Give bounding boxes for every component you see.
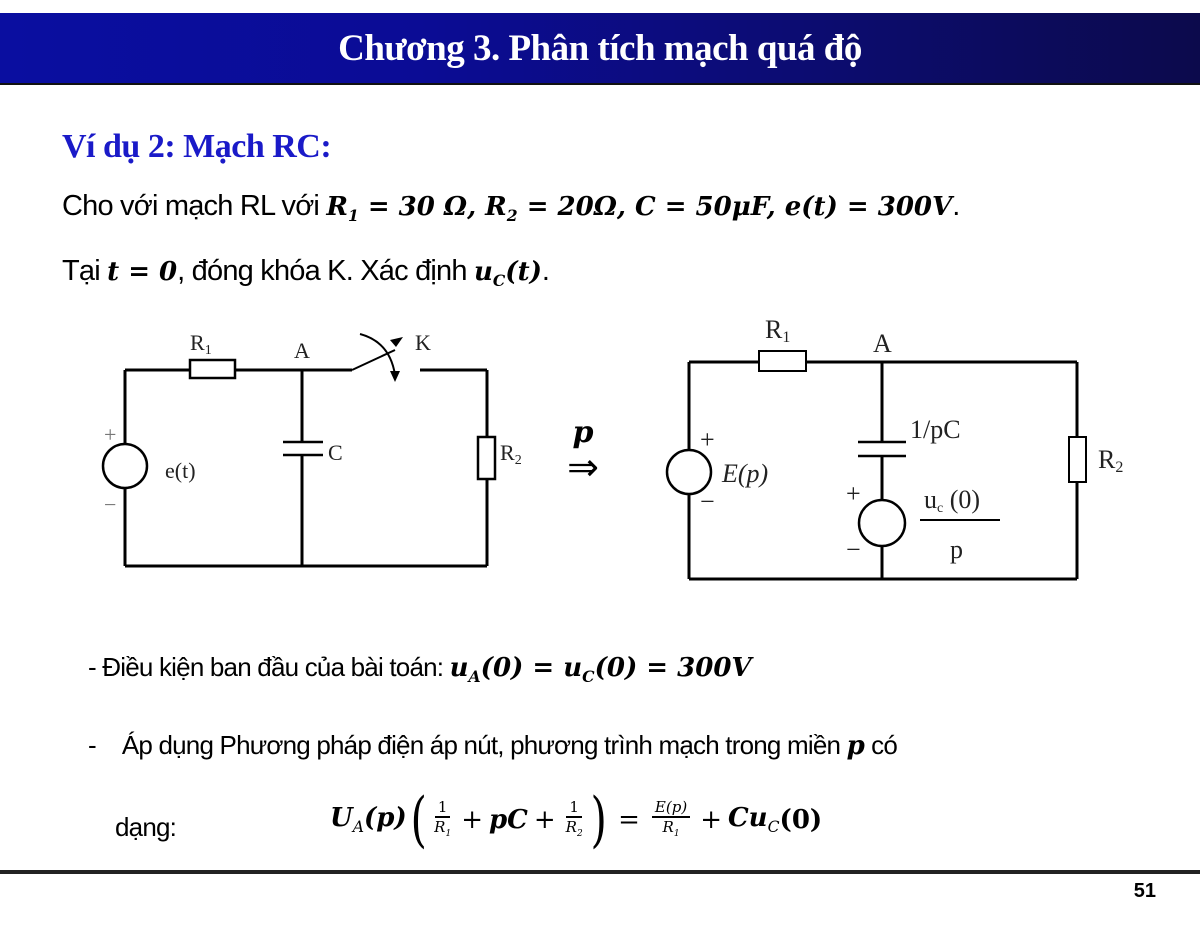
math-initial-condition: uA(0) = uC(0) = 300V (449, 653, 752, 687)
label-switch-k: K (415, 330, 431, 355)
slide-header: Chương 3. Phân tích mạch quá độ (0, 13, 1200, 85)
problem-text: Cho với mạch RL với (62, 190, 327, 222)
math-t0: t = 0 (107, 257, 178, 287)
circuit-diagram-p-domain: R1 A 1/pC E(p) + − + − uc (0) p R2 (665, 315, 1123, 581)
label-minus-ic: − (846, 535, 861, 564)
math-given-values: R1 = 30 Ω, R2 = 20Ω, C = 50μF, e(t) = 30… (326, 192, 953, 226)
method-line: -Áp dụng Phương pháp điện áp nút, phương… (88, 730, 898, 761)
label-plus-ic: + (846, 479, 861, 508)
circuit-diagram-time-domain: R1 A K + − e(t) C R2 (101, 330, 522, 568)
initial-condition: - Điều kiện ban đầu của bài toán: uA(0) … (88, 652, 752, 687)
label-plus: + (104, 422, 116, 447)
example-heading: Ví dụ 2: Mạch RC: (62, 128, 332, 165)
label-r1: R1 (190, 330, 212, 358)
label-source-ep: E(p) (721, 459, 768, 488)
label-r1: R1 (765, 315, 790, 346)
problem-line-1: Cho với mạch RL với R1 = 30 Ω, R2 = 20Ω,… (62, 190, 960, 226)
label-node-a: A (294, 338, 310, 363)
footer-divider (0, 870, 1200, 874)
math-p: p (846, 731, 865, 761)
transform-p-label: p (572, 415, 594, 450)
bullet-dash: - (88, 730, 97, 760)
label-plus: + (700, 425, 715, 454)
label-ic-denominator: p (950, 535, 963, 564)
label-cap-c: C (328, 440, 343, 465)
label-r2: R2 (1098, 445, 1123, 476)
slide-title: Chương 3. Phân tích mạch quá độ (338, 28, 862, 69)
math-uc: uC(t) (473, 257, 542, 291)
label-r2: R2 (500, 440, 522, 468)
problem-line-2: Tại t = 0, đóng khóa K. Xác định uC(t). (62, 255, 550, 291)
label-cap-impedance: 1/pC (910, 415, 961, 444)
label-minus: − (700, 487, 715, 516)
laplace-transform-arrow: p ⇒ (553, 415, 613, 489)
label-node-a: A (873, 329, 892, 358)
label-source-et: e(t) (165, 458, 196, 483)
form-label: dạng: (115, 812, 177, 842)
page-number: 51 (1133, 880, 1156, 902)
double-arrow-icon: ⇒ (567, 445, 599, 489)
label-ic-numerator: uc (0) (924, 485, 980, 516)
label-minus: − (104, 492, 116, 517)
